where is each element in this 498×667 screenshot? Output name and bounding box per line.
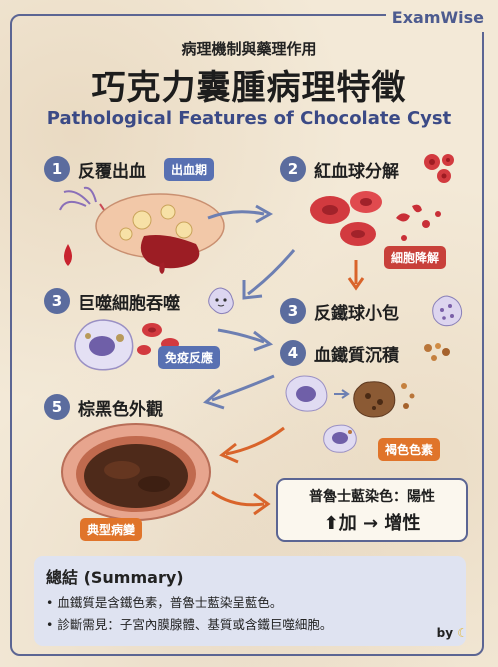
arrow-down-left-icon (242, 249, 296, 300)
step-4-tag: 褐色色素 (378, 438, 441, 461)
step-3-label: 巨噬細胞吞噬 (78, 293, 180, 314)
step-1-tag: 出血期 (164, 158, 215, 181)
english-title: Pathological Features of Chocolate Cyst (46, 108, 452, 129)
banana-icon: ☾ (457, 626, 468, 640)
step-4-heading: 4 血鐵質沉積 (280, 340, 399, 366)
step-3b-heading: 3 反鐵球小包 (280, 298, 399, 324)
prussian-blue-box: 普魯士藍染色：陽性 ⬆加 → 增性 (276, 478, 468, 542)
chocolate-cyst-illustration (61, 423, 211, 521)
phagocytosis-illustration (74, 319, 179, 371)
arrow-orange-right-icon (211, 490, 271, 516)
subtitle: 病理機制與藥理作用 (181, 40, 317, 58)
step-3-heading: 3 巨噬細胞吞噬 (44, 288, 180, 314)
arrow-right-icon (217, 328, 274, 352)
step-3-tag: 免疫反應 (158, 346, 221, 369)
step-1-label: 反覆出血 (78, 161, 146, 182)
red-blood-cells-icon (424, 154, 454, 183)
step-5-number: 5 (44, 394, 70, 420)
macrophage-icon (208, 287, 234, 315)
byline: by ☾ (437, 626, 468, 640)
step-1-number: 1 (44, 156, 70, 182)
arrow-down-icon (347, 260, 365, 291)
blood-drop-icon (64, 244, 72, 266)
step-5-heading: 5 棕黑色外觀 (44, 394, 163, 420)
step-2-tag: 細胞降解 (384, 246, 447, 269)
step-3b-label: 反鐵球小包 (314, 303, 399, 324)
step-4-number: 4 (280, 340, 306, 366)
step-2-label: 紅血球分解 (314, 161, 399, 182)
step-5-tag: 典型病變 (80, 518, 143, 541)
step-2-number: 2 (280, 156, 306, 182)
brand-backdrop (386, 6, 492, 32)
iron-vesicle-icon (432, 295, 463, 327)
prussian-blue-result: ⬆加 → 增性 (278, 509, 466, 535)
hemosiderin-illustration (285, 375, 415, 453)
arrow-left-icon (203, 374, 275, 410)
arrow-right-icon (207, 204, 274, 224)
infographic-frame (10, 14, 484, 656)
step-1-heading: 1 反覆出血 (44, 156, 146, 182)
arrow-orange-left-icon (219, 426, 285, 464)
up-arrow-icon: ⬆ (323, 513, 339, 534)
step-2-heading: 2 紅血球分解 (280, 156, 399, 182)
prussian-blue-result-text: 加 → 增性 (338, 513, 421, 534)
step-5-label: 棕黑色外觀 (78, 399, 163, 420)
step-4-label: 血鐵質沉積 (314, 345, 399, 366)
summary-title: 總結 (Summary) (46, 568, 184, 587)
brand-logo: ExamWise (391, 8, 484, 27)
rbc-breakdown-illustration (310, 191, 441, 246)
summary-item: • 診斷需見：子宮內膜腺體、基質或含鐵巨噬細胞。 (46, 617, 333, 632)
page-title: 巧克力囊腫病理特徵 (91, 68, 407, 108)
pigment-granules-icon (424, 343, 450, 361)
step-3-number: 3 (44, 288, 70, 314)
step-3b-number: 3 (280, 298, 306, 324)
prussian-blue-title: 普魯士藍染色：陽性 (309, 489, 435, 505)
bleeding-ovary-illustration (59, 186, 225, 274)
summary-item: • 血鐵質是含鐵色素，普魯士藍染呈藍色。 (46, 595, 283, 610)
summary-box: 總結 (Summary) • 血鐵質是含鐵色素，普魯士藍染呈藍色。 • 診斷需見… (34, 556, 466, 646)
byline-text: by (436, 626, 454, 640)
